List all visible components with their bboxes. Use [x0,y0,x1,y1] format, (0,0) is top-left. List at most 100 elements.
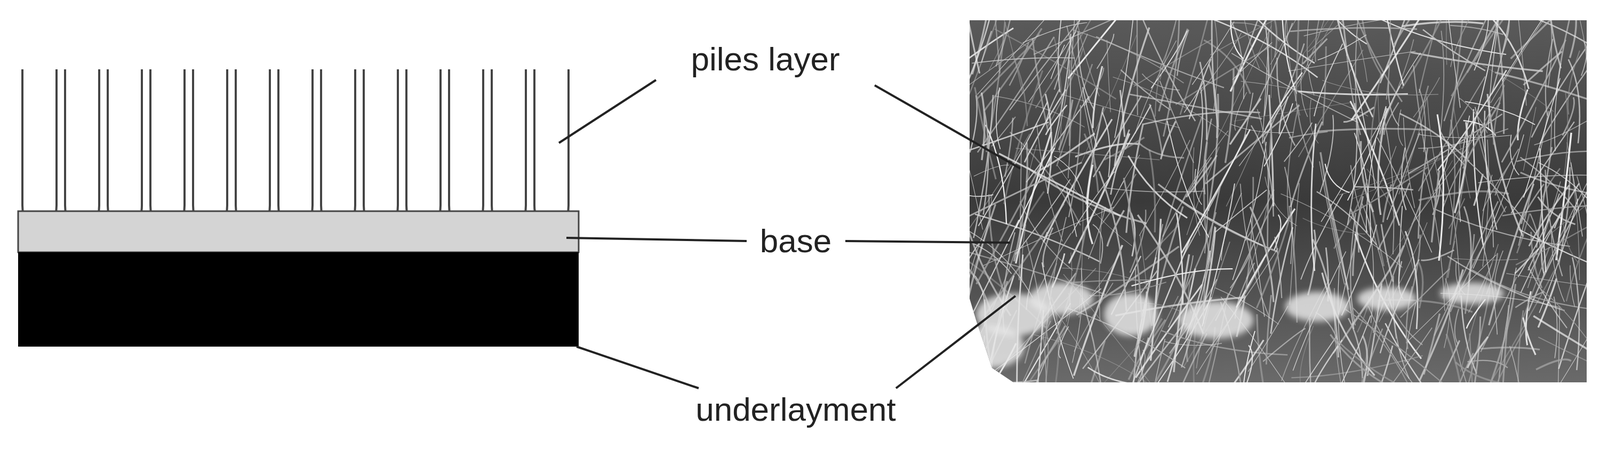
fiber [1043,227,1053,268]
base-layer [18,211,579,253]
fiber [1290,27,1418,32]
fiber [1072,171,1115,234]
fiber [994,28,1117,99]
fiber [1533,316,1600,374]
fiber [1149,104,1163,157]
pile-loop [278,69,313,227]
fiber [1062,268,1152,287]
pile-loop [65,69,100,227]
fiber [1311,123,1316,271]
fiber [1510,0,1579,59]
fiber [1528,183,1592,311]
fiber [1545,0,1552,88]
piles-schematic [22,69,569,227]
fiber [1317,128,1430,132]
fiber [1581,41,1587,76]
fiber [1386,52,1421,114]
fiber [1032,334,1151,386]
fiber [1517,310,1524,382]
fiber [1493,84,1505,145]
fiber [1066,25,1096,169]
pile-loop [321,69,356,227]
base-blob [1440,282,1504,304]
layer-label: piles layer [690,41,840,78]
fiber [1550,107,1552,152]
fiber [1549,191,1600,235]
fiber [1482,65,1555,112]
fiber [1454,308,1459,344]
fiber [1004,117,1013,178]
fiber [1136,347,1152,399]
fiber [1316,191,1377,245]
fiber [1453,107,1471,199]
fiber [1110,129,1130,195]
fiber [1298,0,1369,87]
fiber [1296,4,1300,101]
fiber [1580,20,1589,93]
fiber [1167,121,1210,238]
fiber [1531,232,1542,289]
fiber [1536,147,1552,248]
base-blob [1178,301,1254,339]
fiber [1386,0,1391,100]
fiber [1509,346,1525,418]
fiber [1322,80,1439,96]
fiber [1382,184,1392,223]
fiber [1161,121,1176,160]
fiber [915,122,1049,168]
fiber [1555,306,1560,449]
fiber [1516,151,1592,162]
fiber [1346,46,1361,135]
fiber [1058,326,1069,359]
fiber [1418,191,1509,201]
fiber [1401,15,1444,89]
fiber [1355,10,1360,147]
fiber [973,165,1010,177]
fiber [1433,340,1460,394]
fiber [1200,33,1242,94]
fiber [1501,40,1566,163]
fiber [1066,187,1077,237]
fiber [988,194,1008,302]
fiber [1350,62,1376,189]
fiber [1245,189,1275,242]
fiber [1286,0,1300,116]
fiber [1166,189,1263,246]
fiber [1205,16,1318,78]
fiber [1057,165,1133,247]
pile-loop [534,69,569,227]
fiber [1534,118,1591,145]
fiber [1494,148,1519,196]
fiber [1506,273,1591,287]
fiber [1088,367,1156,387]
pile-loop [491,69,526,227]
fiber [1377,137,1432,253]
fiber [1096,36,1224,88]
fiber [1145,224,1180,260]
fiber [961,242,980,276]
fiber [1350,165,1368,233]
fiber [1070,0,1100,97]
leader-line [558,80,656,143]
fiber [1478,174,1600,183]
fiber [1052,253,1065,288]
base-blob [1029,282,1094,315]
leader-line [896,296,1016,389]
fiber [1431,170,1439,243]
fiber [1058,10,1062,93]
fiber [1419,0,1445,94]
fiber [1203,40,1251,94]
fiber [1450,119,1455,245]
fiber [1139,139,1190,236]
fiber [1300,325,1314,384]
fiber [1467,337,1488,369]
fiber [1398,96,1428,195]
fiber [962,140,983,230]
fiber [1461,155,1543,243]
fiber [1282,0,1297,94]
fiber [1473,134,1524,269]
fiber [1381,224,1394,282]
fiber [1136,349,1146,387]
fiber [1520,172,1600,199]
fiber [1570,162,1583,237]
